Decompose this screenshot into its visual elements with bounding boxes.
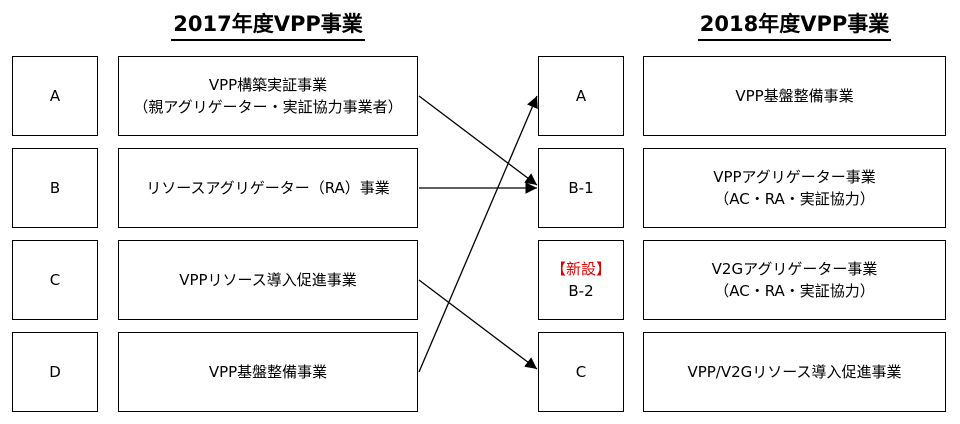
left-code-label: D: [49, 363, 61, 381]
right-code-label: C: [575, 363, 587, 381]
right-project-title: VPP/V2Gリソース導入促進事業: [687, 363, 902, 381]
left-project-title: VPP構築実証事業: [208, 76, 328, 94]
left-code-label: C: [49, 271, 61, 289]
right-project-title: VPP基盤整備事業: [735, 87, 854, 105]
left-code-box-b: B: [12, 148, 98, 228]
left-project-subtitle: （親アグリゲーター・実証協力事業者）: [133, 98, 403, 116]
left-code-label: A: [49, 87, 61, 105]
right-heading-text: 2018年度VPP事業: [697, 8, 892, 41]
right-code-box-b2: 【新設】 B-2: [538, 240, 624, 320]
left-project-title: リソースアグリゲーター（RA）事業: [146, 179, 390, 197]
left-project-box-c: VPPリソース導入促進事業: [118, 240, 418, 320]
right-project-title: V2Gアグリゲーター事業: [711, 260, 878, 278]
right-project-box-c: VPP/V2Gリソース導入促進事業: [643, 332, 946, 412]
right-project-box-a: VPP基盤整備事業: [643, 56, 946, 136]
left-code-box-a: A: [12, 56, 98, 136]
new-tag: 【新設】: [550, 260, 611, 278]
right-project-subtitle: （AC・RA・実証協力）: [714, 190, 875, 208]
right-code-label: A: [575, 87, 587, 105]
right-project-subtitle: （AC・RA・実証協力）: [714, 282, 875, 300]
right-code-label: B-2: [568, 282, 594, 300]
left-project-box-a: VPP構築実証事業 （親アグリゲーター・実証協力事業者）: [118, 56, 418, 136]
right-code-box-b1: B-1: [538, 148, 624, 228]
arrow-a-to-b1: [418, 95, 538, 186]
arrow-d-to-a: [418, 95, 538, 373]
right-code-box-c: C: [538, 332, 624, 412]
left-project-box-b: リソースアグリゲーター（RA）事業: [118, 148, 418, 228]
left-project-title: VPP基盤整備事業: [208, 363, 328, 381]
left-project-title: VPPリソース導入促進事業: [179, 271, 357, 289]
left-code-label: B: [49, 179, 61, 197]
left-code-box-d: D: [12, 332, 98, 412]
left-heading-text: 2017年度VPP事業: [171, 8, 365, 41]
right-code-box-a: A: [538, 56, 624, 136]
left-code-box-c: C: [12, 240, 98, 320]
right-heading: 2018年度VPP事業: [643, 8, 946, 41]
left-project-box-d: VPP基盤整備事業: [118, 332, 418, 412]
right-project-title: VPPアグリゲーター事業: [713, 168, 876, 186]
right-code-label: B-1: [568, 179, 594, 197]
right-project-box-b1: VPPアグリゲーター事業 （AC・RA・実証協力）: [643, 148, 946, 228]
left-heading: 2017年度VPP事業: [118, 8, 418, 41]
right-project-box-b2: V2Gアグリゲーター事業 （AC・RA・実証協力）: [643, 240, 946, 320]
arrow-c-to-c: [418, 279, 538, 370]
